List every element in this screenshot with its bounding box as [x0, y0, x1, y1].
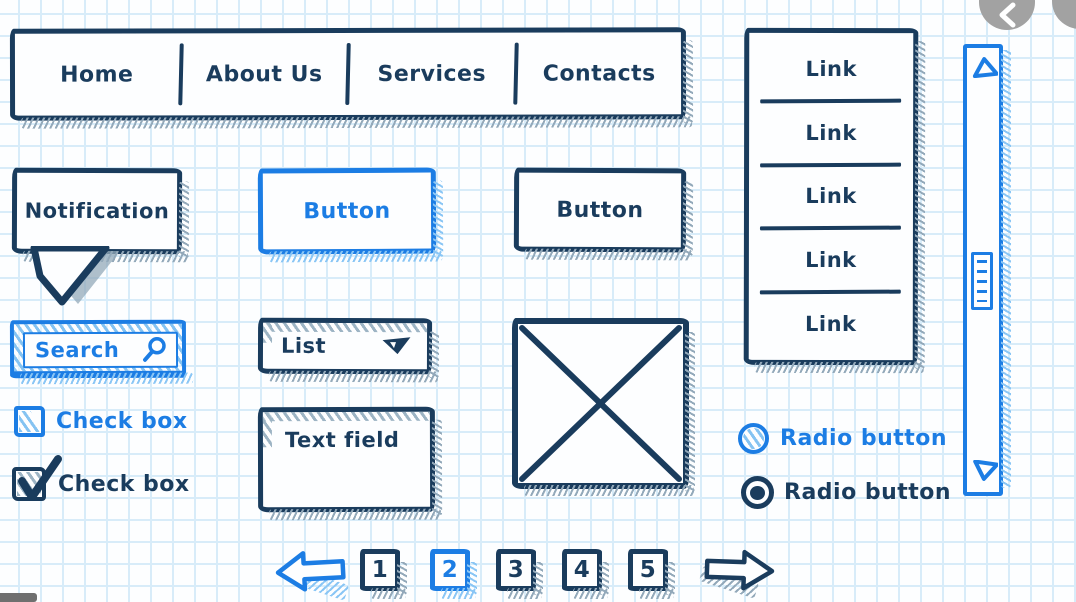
- checkbox-label: Check box: [58, 472, 190, 497]
- x-cross-icon: [519, 325, 682, 482]
- scrollbar-thumb[interactable]: [971, 252, 993, 310]
- link-list: Link Link Link Link Link: [743, 27, 919, 366]
- arrow-right-icon[interactable]: [702, 548, 776, 592]
- notification-bubble: Notification: [11, 167, 183, 255]
- search-input[interactable]: Search: [22, 331, 179, 369]
- scrollbar-track[interactable]: [963, 44, 1011, 496]
- primary-button[interactable]: Button: [257, 167, 437, 255]
- page-button-2-active[interactable]: 2: [430, 549, 477, 599]
- speech-tail-icon: [30, 246, 118, 306]
- radio-label: Radio button: [784, 480, 952, 505]
- secondary-button-label: Button: [556, 197, 644, 223]
- search-box[interactable]: Search: [9, 319, 187, 379]
- inner-shading: [262, 411, 430, 422]
- nav-separator: [512, 42, 519, 105]
- triangle-down-icon[interactable]: [972, 460, 998, 482]
- nav-separator: [345, 42, 351, 106]
- radio-dot-icon: [750, 486, 765, 500]
- chevron-left-icon: [999, 2, 1016, 28]
- link-item[interactable]: Link: [805, 56, 857, 81]
- radio-label: Radio button: [780, 426, 948, 451]
- link-item[interactable]: Link: [805, 248, 857, 273]
- list-dropdown-label: List: [280, 333, 327, 358]
- carousel-prev-button[interactable]: [979, 0, 1035, 30]
- checkbox-unchecked[interactable]: [14, 406, 45, 437]
- link-item[interactable]: Link: [805, 312, 857, 337]
- link-divider: [760, 162, 902, 167]
- radio-unselected[interactable]: [738, 423, 769, 454]
- search-label: Search: [34, 337, 120, 363]
- checkbox-checked[interactable]: [12, 455, 62, 501]
- text-field-label: Text field: [284, 427, 400, 453]
- text-field[interactable]: Text field: [257, 406, 436, 513]
- check-icon: [18, 455, 62, 501]
- list-dropdown[interactable]: List: [257, 317, 433, 375]
- nav-item-about-us[interactable]: About Us: [205, 61, 323, 87]
- link-divider: [760, 98, 902, 104]
- magnifier-icon: [143, 337, 166, 362]
- checkbox-shading: [19, 411, 40, 432]
- page-button-3[interactable]: 3: [496, 549, 543, 599]
- triangle-up-icon[interactable]: [972, 56, 998, 78]
- bottom-left-partial-button[interactable]: [0, 593, 37, 602]
- carousel-button-partial[interactable]: [1052, 0, 1076, 29]
- grip-lines-icon: [977, 260, 987, 302]
- secondary-button[interactable]: Button: [513, 167, 687, 253]
- nav-separator: [177, 43, 184, 106]
- arrow-left-icon[interactable]: [274, 550, 346, 592]
- navbar: Home About Us Services Contacts: [9, 27, 687, 121]
- inner-shading: [263, 322, 428, 333]
- radio-selected[interactable]: [741, 476, 774, 509]
- page-button-1[interactable]: 1: [360, 549, 407, 599]
- inner-shading: [263, 322, 273, 343]
- primary-button-label: Button: [303, 198, 391, 224]
- link-item[interactable]: Link: [805, 120, 857, 145]
- radio-shading: [743, 428, 764, 449]
- inner-shading: [262, 412, 272, 448]
- nav-item-contacts[interactable]: Contacts: [542, 60, 656, 87]
- page-button-4[interactable]: 4: [562, 549, 609, 599]
- triangle-down-icon: [382, 337, 411, 355]
- link-item[interactable]: Link: [805, 184, 857, 209]
- image-placeholder: [512, 318, 695, 496]
- checkbox-label: Check box: [56, 409, 188, 434]
- page-button-5[interactable]: 5: [628, 549, 675, 599]
- nav-item-home[interactable]: Home: [60, 61, 134, 88]
- nav-item-services[interactable]: Services: [377, 61, 487, 87]
